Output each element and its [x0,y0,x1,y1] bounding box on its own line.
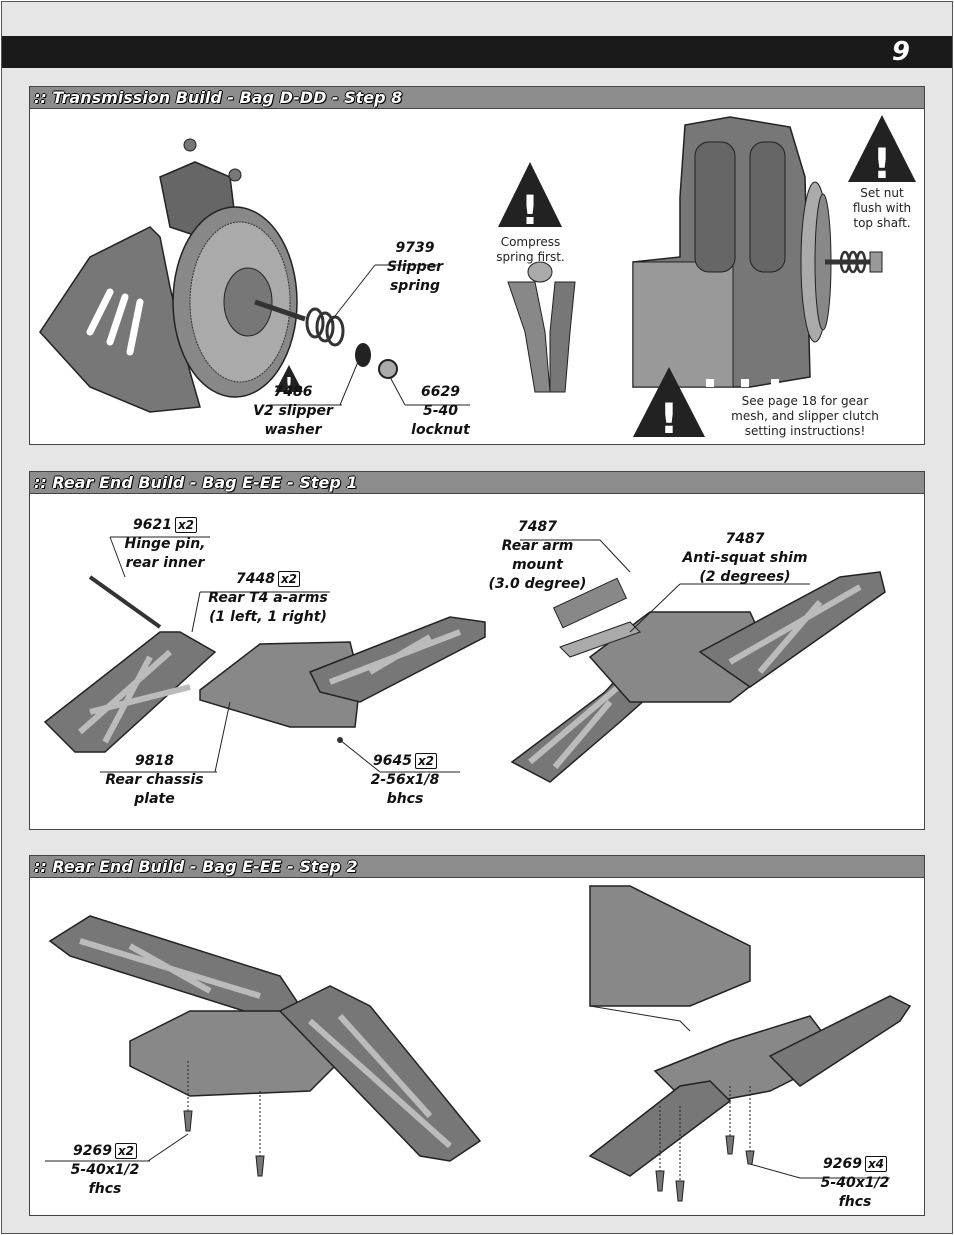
part-number: 9269 [822,1156,862,1172]
section-transmission-step-8: :: Transmission Build - Bag D-DD - Step … [29,86,925,445]
svg-text:!: ! [285,374,293,395]
section-title: :: Rear End Build - Bag E-EE - Step 1 [34,473,358,492]
note-see-page-18: See page 18 for gear mesh, and slipper c… [710,394,900,439]
part-number: 9645 [372,753,412,769]
part-number: 7487 [725,531,765,547]
part-number: 7487 [518,519,557,535]
rear-end-step1-illustration [43,536,886,783]
note-line: Set nut [860,186,904,200]
note-line: spring first. [496,250,565,264]
part-label-rear-arm-mount: 7487 Rear arm mount (3.0 degree) [480,518,595,594]
note-line: setting instructions! [744,424,866,438]
svg-text:!: ! [872,139,891,188]
quantity-badge: x2 [277,571,301,587]
part-label-anti-squat-shim: 7487 Anti-squat shim (2 degrees) [675,530,815,587]
part-number: 9818 [135,753,174,769]
part-name: (1 left, 1 right) [209,609,327,625]
page-header-bar: 9 [2,36,952,68]
part-number: 9739 [395,240,435,256]
part-label-v2-slipper-washer: 7486 V2 slipper washer [248,383,338,440]
part-number: 9269 [72,1143,112,1159]
part-number: 9621 [132,517,172,533]
part-name: V2 slipper [253,403,333,419]
quantity-badge: x2 [114,1143,138,1159]
quantity-badge: x4 [864,1156,888,1172]
note-set-nut: Set nut flush with top shaft. [838,186,926,231]
note-line: See page 18 for gear [741,394,869,408]
section-title: :: Transmission Build - Bag D-DD - Step … [34,88,403,107]
part-label-slipper-spring: 9739 Slipper spring [380,239,450,296]
transmission-illustration: ! ! ! ! [39,115,916,443]
quantity-badge: x2 [414,753,438,769]
part-name: mount [512,557,563,573]
part-number: 7486 [273,384,313,400]
rear-end-step2-illustration [45,885,912,1202]
page-number: 9 [891,37,910,67]
note-compress-spring: Compress spring first. [478,235,583,265]
part-name: rear inner [125,555,205,571]
section-header: :: Rear End Build - Bag E-EE - Step 2 [30,856,924,878]
part-name: plate [134,791,175,807]
part-name: Rear arm [501,538,574,554]
section-header: :: Rear End Build - Bag E-EE - Step 1 [30,472,924,494]
note-line: Compress [500,235,561,249]
part-name: fhcs [88,1181,122,1197]
part-name: fhcs [838,1194,872,1210]
quantity-badge: x2 [174,517,198,533]
part-name: washer [264,422,322,438]
section-rear-end-step-1: :: Rear End Build - Bag E-EE - Step 1 96… [29,471,925,830]
part-name: 5-40 [422,403,459,419]
part-name: Rear chassis [105,772,204,788]
note-line: top shaft. [853,216,911,230]
part-name: 5-40x1/2 [820,1175,890,1191]
note-line: flush with [852,201,912,215]
part-number: 6629 [421,384,460,400]
section-title: :: Rear End Build - Bag E-EE - Step 2 [34,857,358,876]
part-name: (2 degrees) [699,569,791,585]
part-number: 7448 [235,571,275,587]
part-label-locknut: 6629 5-40 locknut [403,383,478,440]
part-name: locknut [411,422,470,438]
part-name: 2-56x1/8 [370,772,440,788]
svg-text:!: ! [659,394,678,443]
part-name: spring [389,278,441,294]
part-name: Rear T4 a-arms [208,590,328,606]
part-name: Slipper [386,259,444,275]
part-label-rear-chassis-plate: 9818 Rear chassis plate [102,752,207,809]
section-rear-end-step-2: :: Rear End Build - Bag E-EE - Step 2 92… [29,855,925,1216]
part-name: Anti-squat shim [682,550,808,566]
section-header: :: Transmission Build - Bag D-DD - Step … [30,87,924,109]
part-name: 5-40x1/2 [70,1162,140,1178]
part-name: (3.0 degree) [488,576,587,592]
part-name: Hinge pin, [124,536,206,552]
note-line: mesh, and slipper clutch [731,409,879,423]
part-name: bhcs [386,791,424,807]
svg-text:!: ! [521,188,539,234]
